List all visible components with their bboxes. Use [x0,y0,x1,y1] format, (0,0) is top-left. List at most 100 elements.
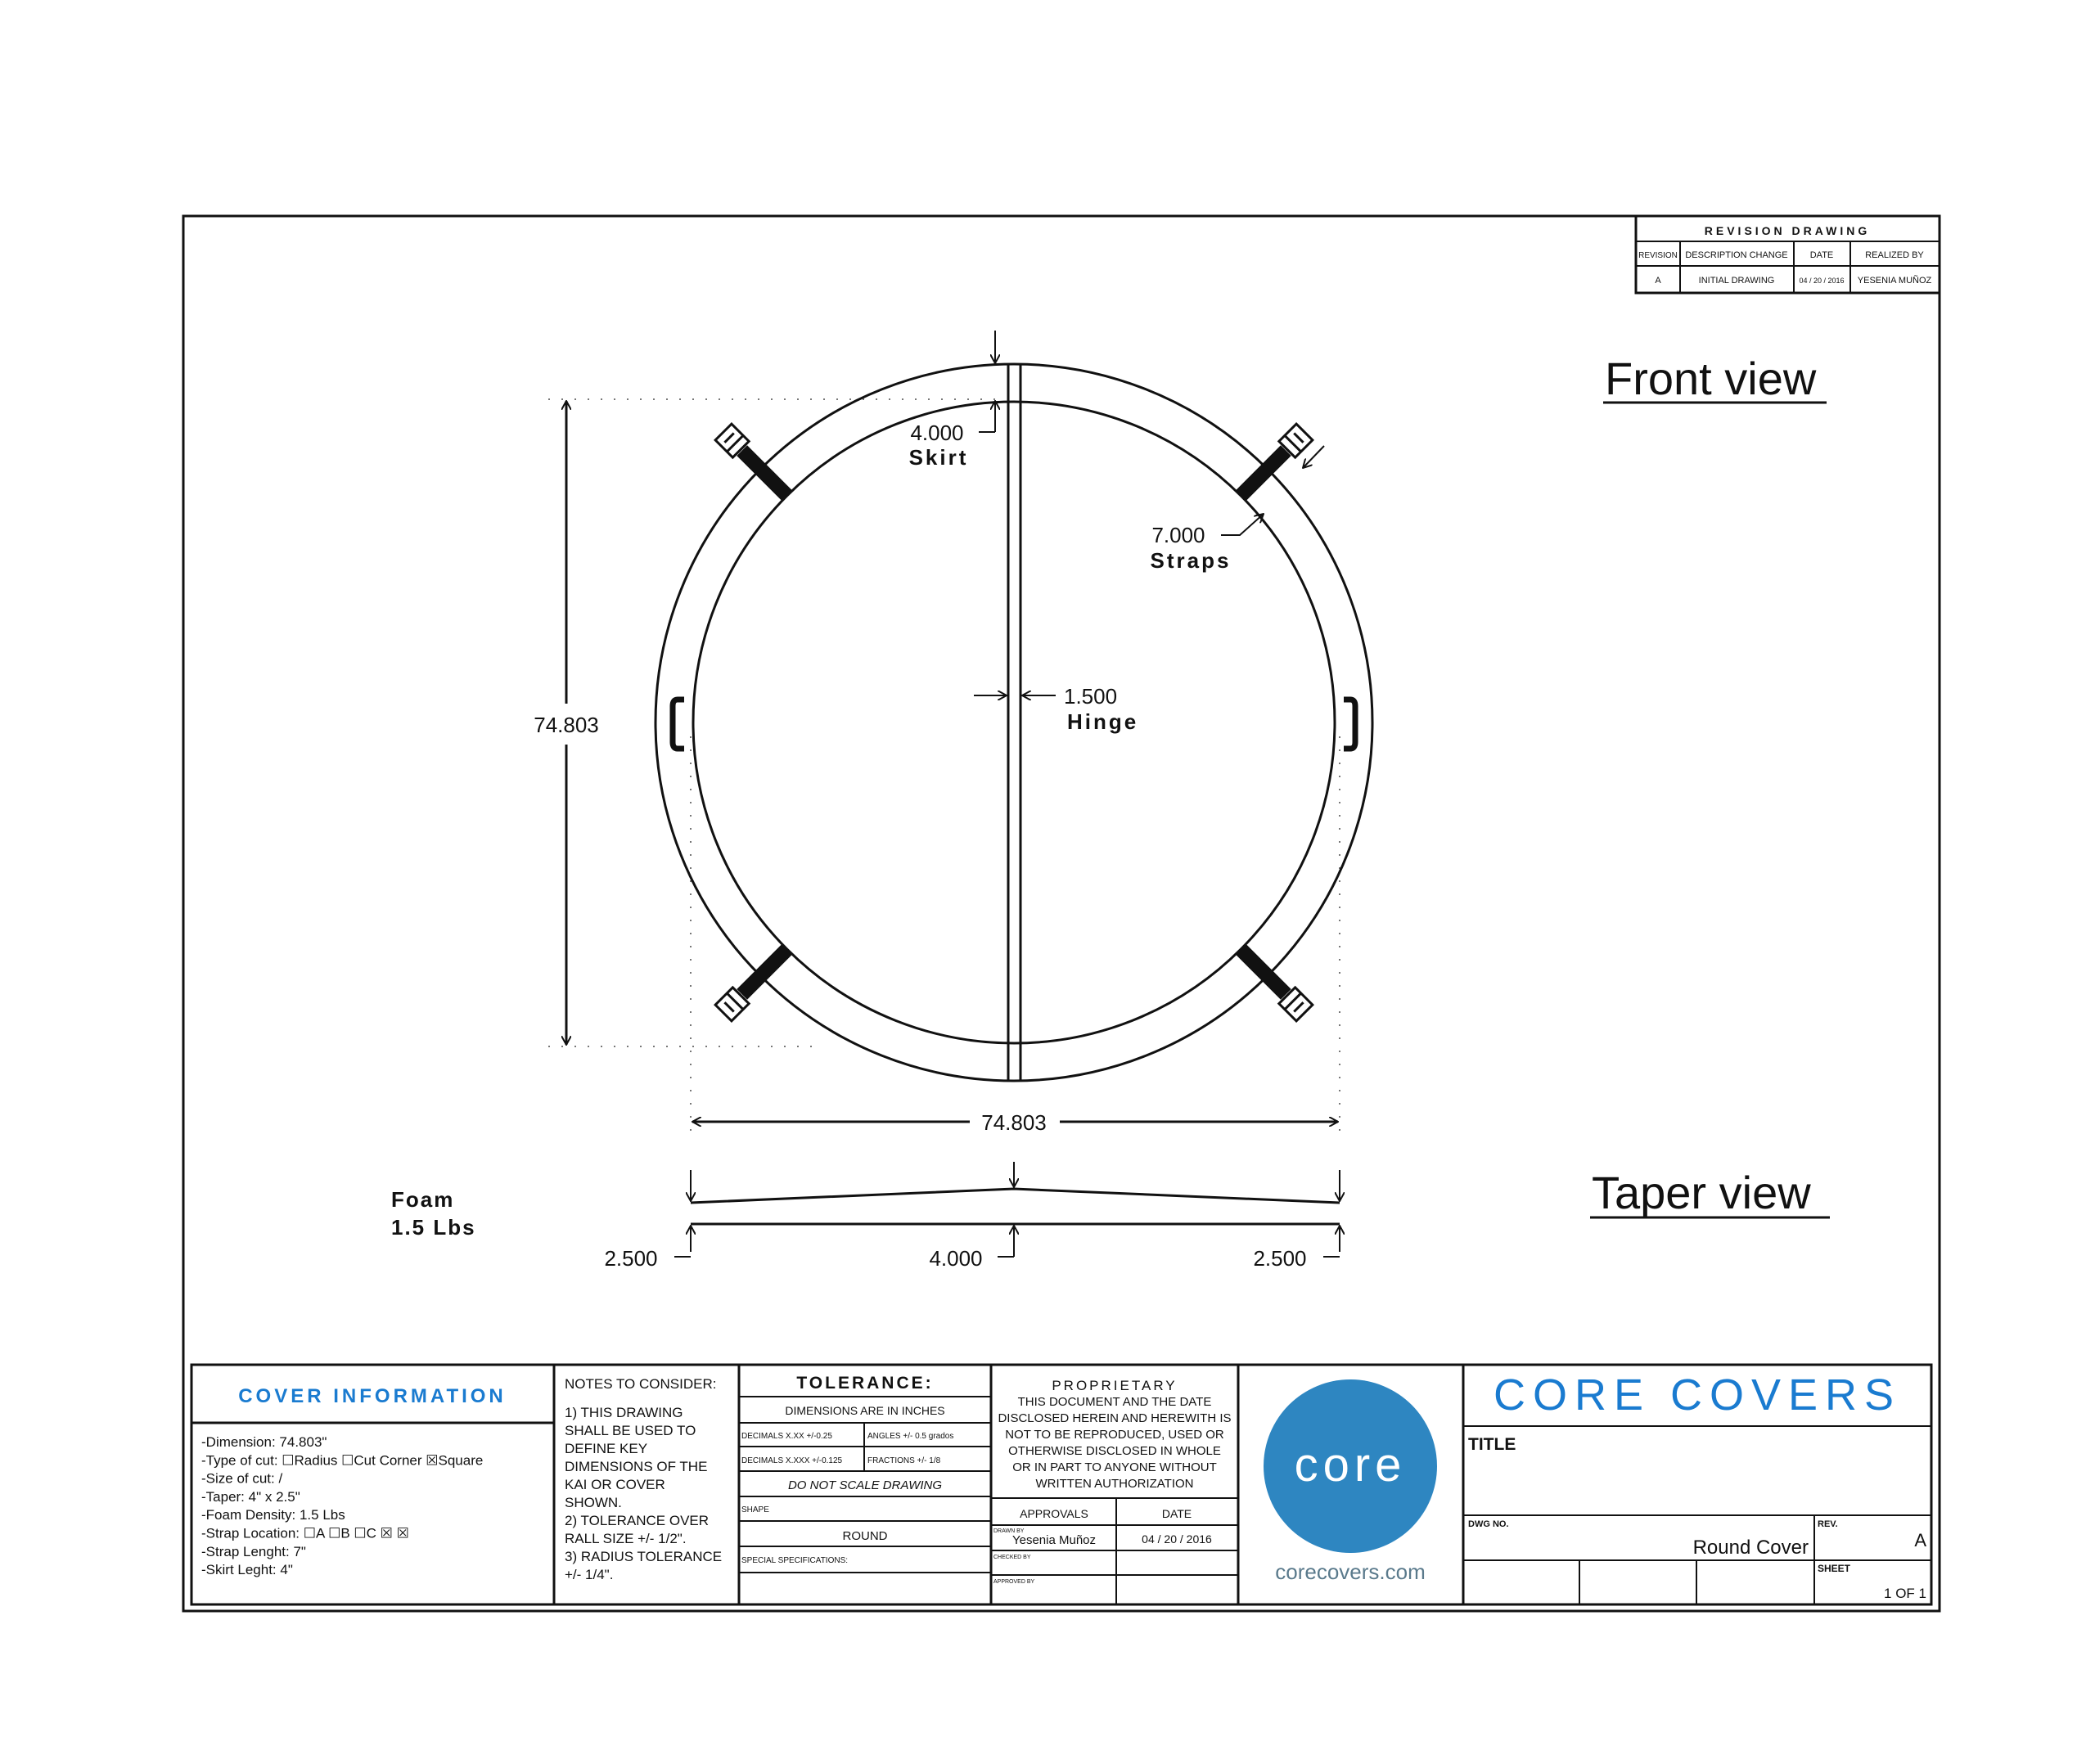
rev-label: REV. [1818,1519,1838,1529]
strap [1235,422,1314,502]
hinge-label: Hinge [1067,709,1138,734]
taper-view-title: Taper view [1592,1167,1811,1218]
sheet-value: 1 OF 1 [1884,1586,1926,1601]
width-value: 74.803 [981,1110,1047,1135]
rev-cell: YESENIA MUÑOZ [1858,275,1932,286]
cover-info-line: -Dimension: 74.803" [201,1434,327,1450]
height-value: 74.803 [534,713,599,737]
shape-value: ROUND [843,1529,888,1543]
cover-info-line: -Strap Location: ☐A ☐B ☐C ☒ ☒ [201,1526,409,1541]
tolerance-units: DIMENSIONS ARE IN INCHES [785,1404,944,1417]
straps-dimension: 7.000 Straps [1151,445,1325,573]
proprietary-line: NOT TO BE REPRODUCED, USED OR [1005,1428,1224,1442]
cover-info-line: -Type of cut: ☐Radius ☐Cut Corner ☒Squar… [201,1452,483,1468]
rev-value: A [1914,1530,1926,1550]
shape-label: SHAPE [741,1505,769,1514]
special-specs-label: SPECIAL SPECIFICATIONS: [741,1556,848,1565]
rev-cell: A [1655,276,1661,286]
foam-density: 1.5 Lbs [391,1215,476,1240]
cover-info-line: -Skirt Leght: 4" [201,1562,293,1577]
tolerance-title: TOLERANCE: [796,1374,933,1393]
tolerance-decimals2: DECIMALS X.XXX +/-0.125 [741,1456,843,1465]
title-block: COVER INFORMATION -Dimension: 74.803" -Ty… [190,1363,1933,1606]
notes-title: NOTES TO CONSIDER: [565,1376,716,1392]
note-line: SHOWN. [565,1495,622,1510]
note-line: SHALL BE USED TO [565,1423,696,1438]
drawn-date: 04 / 20 / 2016 [1142,1532,1212,1546]
dwg-value: Round Cover [1693,1537,1809,1559]
rev-header: REALIZED BY [1865,250,1924,260]
revision-table: REVISION DRAWING REVISION DESCRIPTION CH… [1634,214,1941,295]
core-logo: core corecovers.com [1264,1379,1437,1584]
approvals-header: APPROVALS [1020,1507,1088,1520]
taper-center-value: 4.000 [929,1246,982,1271]
drawn-by-label: DRAWN BY [993,1528,1025,1534]
cover-info-line: -Taper: 4" x 2.5" [201,1489,300,1505]
extension-lines [548,398,1340,1141]
strap [1235,943,1314,1023]
proprietary-line: THIS DOCUMENT AND THE DATE [1018,1395,1212,1409]
taper-left-value: 2.500 [604,1246,657,1271]
approved-by-label: APPROVED BY [993,1579,1035,1585]
proprietary-line: DISCLOSED HEREIN AND HEREWITH IS [998,1411,1231,1425]
width-dimension: 74.803 [692,1110,1338,1135]
note-line: RALL SIZE +/- 1/2". [565,1531,687,1546]
hinge-value: 1.500 [1064,684,1117,709]
straps-value: 7.000 [1151,523,1205,547]
note-line: 1) THIS DRAWING [565,1405,683,1420]
title-label: TITLE [1468,1435,1516,1454]
hinge-dimension: 1.500 Hinge [974,684,1138,734]
tolerance-fractions: FRACTIONS +/- 1/8 [867,1456,941,1465]
rev-cell: INITIAL DRAWING [1699,276,1775,286]
note-line: DIMENSIONS OF THE [565,1459,707,1474]
cover-info-line: -Foam Density: 1.5 Lbs [201,1507,345,1523]
proprietary-line: OTHERWISE DISCLOSED IN WHOLE [1008,1444,1221,1458]
front-view-cover [654,362,1374,1082]
strap [714,422,793,502]
height-dimension: 74.803 [534,401,599,1045]
tolerance-angles: ANGLES +/- 0.5 grados [867,1432,953,1441]
proprietary-line: OR IN PART TO ANYONE WITHOUT [1012,1460,1216,1474]
proprietary-title: PROPRIETARY [1052,1378,1177,1393]
front-view-title: Front view [1605,353,1817,404]
skirt-label: Skirt [909,445,969,470]
dwg-label: DWG NO. [1468,1519,1509,1529]
strap [714,943,793,1023]
cover-info-title: COVER INFORMATION [238,1385,507,1407]
sheet-border [182,214,1941,1613]
note-line: 3) RADIUS TOLERANCE [565,1549,722,1564]
taper-view: 2.500 4.000 2.500 [604,1162,1340,1271]
note-line: KAI OR COVER [565,1477,665,1492]
handle-right [1344,696,1358,752]
taper-right-value: 2.500 [1253,1246,1306,1271]
company-name: CORE COVERS [1494,1370,1901,1420]
date-header: DATE [1162,1507,1192,1520]
buckle-icon [714,985,751,1023]
logo-url: corecovers.com [1275,1559,1426,1584]
cover-info-line: -Strap Lenght: 7" [201,1544,306,1559]
note-line: +/- 1/4". [565,1567,613,1582]
drawn-by: Yesenia Muñoz [1012,1533,1096,1547]
rev-header: REVISION [1638,251,1678,260]
skirt-dimension: 4.000 Skirt [909,331,995,470]
buckle-icon [1277,985,1314,1023]
rev-header: DATE [1810,250,1834,260]
do-not-scale: DO NOT SCALE DRAWING [788,1478,942,1492]
handle-left [669,696,684,752]
cover-info-line: -Size of cut: / [201,1471,282,1487]
checked-by-label: CHECKED BY [993,1555,1031,1560]
sheet-label: SHEET [1818,1563,1851,1574]
rev-header: DESCRIPTION CHANGE [1685,250,1787,260]
revision-title: REVISION DRAWING [1705,224,1870,237]
tolerance-decimals1: DECIMALS X.XX +/-0.25 [741,1432,832,1441]
skirt-value: 4.000 [910,421,963,445]
proprietary-line: WRITTEN AUTHORIZATION [1035,1477,1193,1491]
logo-text: core [1295,1438,1407,1492]
straps-label: Straps [1151,548,1232,573]
foam-label: Foam [391,1187,454,1212]
rev-cell: 04 / 20 / 2016 [1799,277,1844,285]
buckle-icon [1277,422,1314,460]
buckle-icon [714,422,751,460]
note-line: 2) TOLERANCE OVER [565,1513,709,1528]
